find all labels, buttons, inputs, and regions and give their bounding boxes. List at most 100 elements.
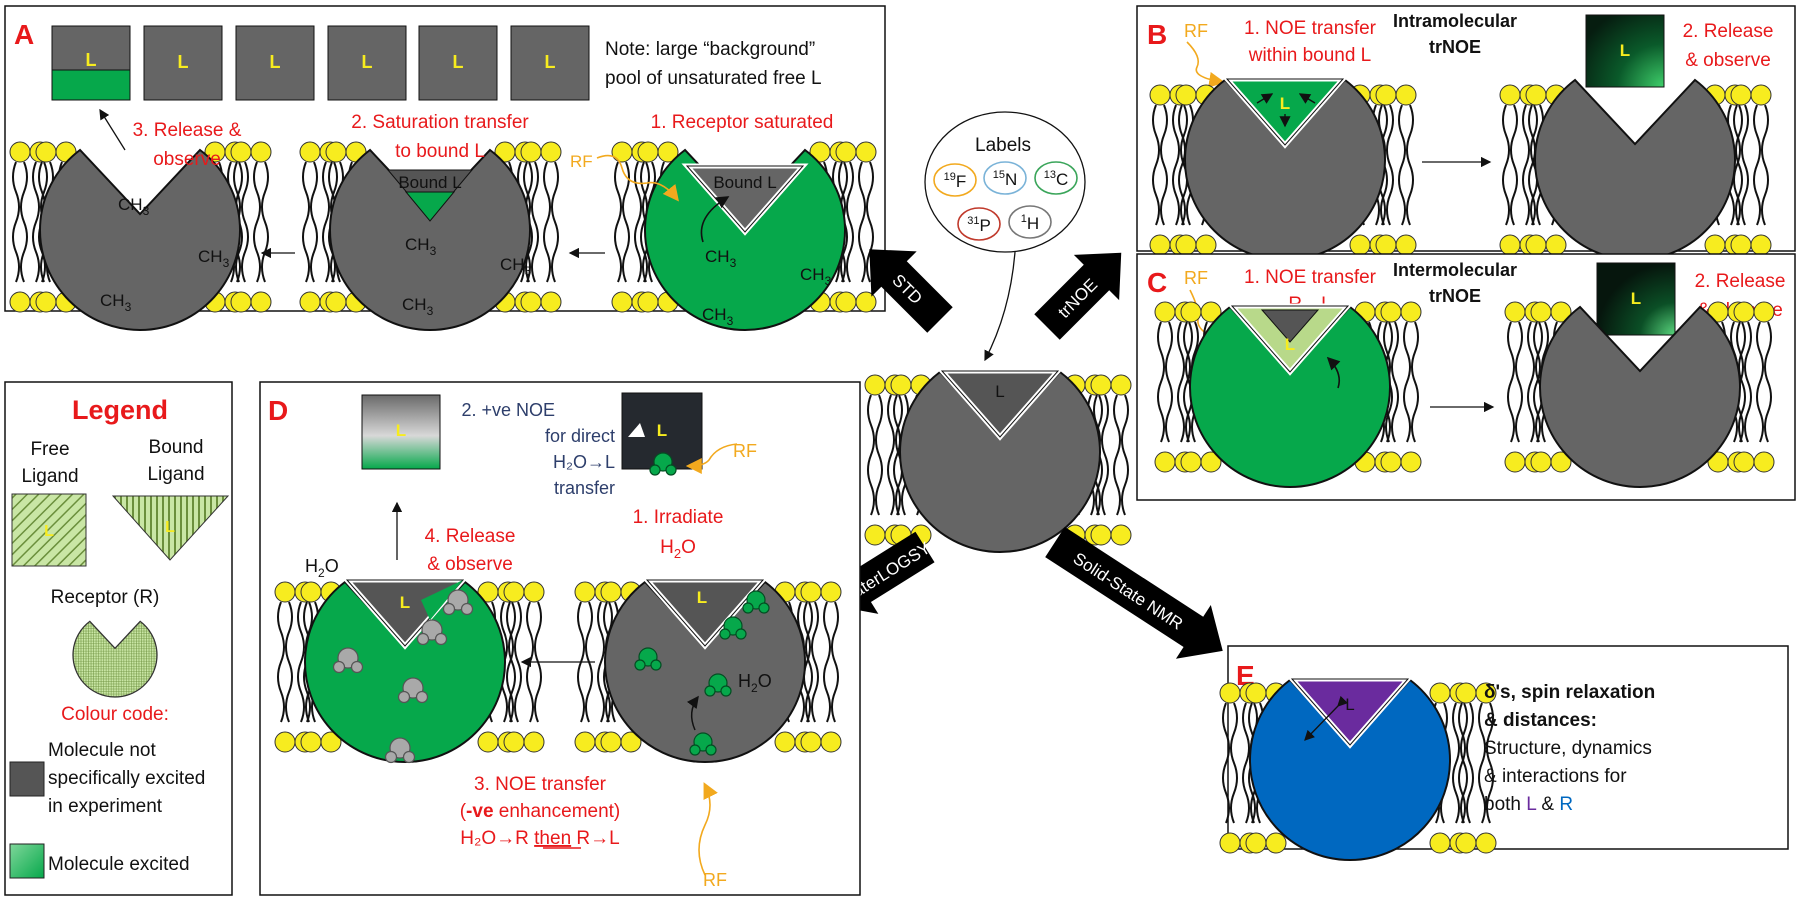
e-line4: & interactions for [1484, 766, 1627, 787]
legend-bound-ligand-swatch [111, 495, 230, 561]
panel-a: A L L L L L L Note: large “background” p… [4, 5, 886, 331]
legend-grey-line3: in experiment [48, 796, 163, 817]
labels-arrow [984, 251, 1016, 362]
receptor-bound-transfer [300, 142, 561, 331]
panel-c: C RF 1. NOE transfer R→L Intermolecular … [1136, 253, 1796, 501]
ch3-label: CH3 [118, 195, 150, 218]
ch3-label: CH3 [405, 235, 437, 258]
rf-arrow [1186, 41, 1226, 88]
rf-label: RF [703, 870, 727, 890]
ch3-label: CH3 [100, 291, 132, 314]
ch3-label: CH3 [500, 255, 532, 278]
ligand-label: L [396, 421, 406, 440]
labels-title: Labels [975, 135, 1031, 156]
isotope-labels: Labels 19F 15N 13C 31P 1H [924, 111, 1086, 362]
a-step2-line2: to bound L [395, 141, 485, 162]
d-step1-line1: 1. Irradiate [633, 507, 724, 528]
transfer-arrow [1326, 356, 1341, 389]
ligand-label: L [1631, 289, 1641, 308]
panel-e: E L δ's, spin relaxation & distances: St… [1220, 645, 1789, 861]
legend-free-ligand-swatch [11, 493, 87, 567]
ligand-label: L [362, 52, 373, 72]
observed-ligand-square [1596, 262, 1676, 336]
free-ligand-square [510, 25, 590, 101]
legend-colour-code: Colour code: [61, 704, 169, 725]
d-step2-line3: H₂O→L [553, 452, 615, 472]
ch3-label: CH3 [402, 295, 434, 318]
ligand-label: L [697, 588, 707, 607]
c-title-line2: trNOE [1429, 286, 1481, 306]
free-ligand-square [235, 25, 315, 101]
legend-receptor-label: Receptor (R) [51, 587, 160, 608]
free-ligand-square [143, 25, 223, 101]
rf-label: RF [1184, 21, 1208, 41]
center-complex: L [865, 368, 1131, 553]
arrow-std: STD [869, 249, 953, 333]
d-step2-line4: transfer [554, 478, 615, 498]
ligand-label: L [44, 523, 54, 540]
ligand-label: L [86, 50, 97, 70]
receptor-hydrated [575, 577, 841, 763]
e-line5: both L & R [1484, 794, 1573, 815]
a-step3-line2: observe [153, 149, 221, 170]
a-step3-line1: 3. Release & [133, 120, 242, 141]
bound-ligand-saturated [404, 191, 456, 222]
bound-ligand-core [1260, 309, 1320, 343]
noe-arrow [1256, 93, 1274, 104]
free-ligand-square [418, 25, 498, 101]
observed-ligand-square [361, 394, 441, 470]
saturated-portion [51, 69, 131, 101]
ligand-label: L [1280, 94, 1290, 113]
rf-label: RF [570, 152, 593, 171]
legend-green-label: Molecule excited [48, 854, 190, 875]
transfer-arrow [700, 196, 730, 243]
c-title-line1: Intermolecular [1393, 260, 1517, 280]
a-step2-line1: 2. Saturation transfer [351, 112, 529, 133]
legend-grey-line1: Molecule not [48, 740, 156, 761]
b-title-line1: Intramolecular [1393, 11, 1517, 31]
c-step2-line1: 2. Release [1695, 271, 1786, 292]
rf-label: RF [1184, 268, 1208, 288]
d-step4-line2: & observe [427, 554, 513, 575]
ligand-label: L [165, 519, 175, 536]
note-line-2: pool of unsaturated free L [605, 68, 822, 89]
legend-free-line2: Ligand [21, 466, 78, 487]
e-line1: δ's, spin relaxation [1484, 682, 1655, 703]
noe-arrowhead [628, 423, 645, 437]
ch3-label: CH3 [705, 247, 737, 270]
ligand-label: L [270, 52, 281, 72]
f19-label: 19F [944, 171, 967, 191]
b-title-line2: trNOE [1429, 37, 1481, 57]
ligand-label: L [1345, 695, 1354, 714]
panel-b: B RF 1. NOE transfer within bound L Intr… [1136, 5, 1796, 261]
d-step1-line2: H2O [660, 537, 696, 561]
ligand-label: L [1285, 335, 1295, 354]
d-step4-line1: 4. Release [425, 526, 516, 547]
arrow-trnoe: trNOE [1034, 252, 1122, 340]
panel-b-letter: B [1147, 19, 1167, 50]
legend: Legend Free Ligand Bound Ligand L L Rece… [4, 381, 233, 896]
rf-arrow [596, 154, 679, 202]
ligand-label: L [178, 52, 189, 72]
b-step1-line1: 1. NOE transfer [1244, 18, 1377, 39]
arrow-ssnmr: Solid-State NMR [1045, 526, 1223, 659]
legend-green-swatch [9, 843, 45, 879]
h1-badge [1008, 205, 1052, 239]
ligand-label: L [453, 52, 464, 72]
legend-grey-line2: specifically excited [48, 768, 205, 789]
a-step1: 1. Receptor saturated [651, 112, 834, 133]
b-step2-line2: & observe [1685, 50, 1771, 71]
arrow-ssnmr-label: Solid-State NMR [1070, 549, 1187, 634]
rf-label: RF [733, 441, 757, 461]
d-step2-line1: 2. +ve NOE [461, 400, 555, 420]
ch3-label: CH3 [702, 305, 734, 328]
free-ligand-pool: L L L L L L [51, 25, 590, 101]
ch3-label: CH3 [198, 247, 230, 270]
legend-bound-line2: Ligand [147, 464, 204, 485]
d-step3-line2: (-ve enhancement) [460, 801, 621, 822]
b-step2-line1: 2. Release [1683, 21, 1774, 42]
panel-c-letter: C [1147, 267, 1167, 298]
n15-badge [983, 161, 1027, 195]
legend-free-line1: Free [30, 439, 69, 460]
p31-badge [957, 207, 1001, 241]
